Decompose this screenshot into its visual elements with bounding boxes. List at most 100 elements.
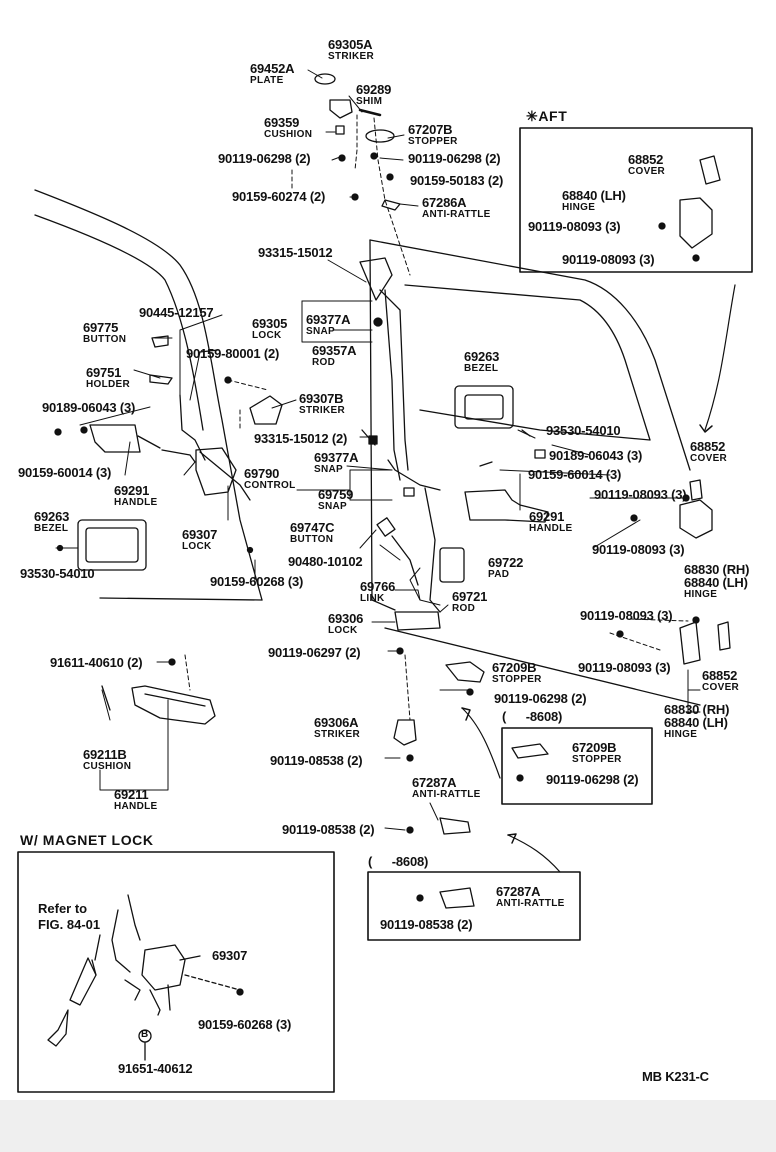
part-callout: 68830 (RH) — [664, 703, 729, 716]
part-callout: 90119-06298 (2) — [408, 152, 501, 165]
aft-box-title: ✳AFT — [526, 109, 567, 123]
part-name: CONTROL — [244, 480, 296, 491]
slide-door-lock-part — [394, 611, 441, 631]
part-callout: 90119-06298 (2) — [494, 692, 587, 705]
stopper-part-boxed — [511, 743, 549, 759]
hinge-part-aft — [679, 197, 713, 249]
part-number: 69305 — [252, 316, 288, 331]
part-callout: 68840 (LH)HINGE — [664, 716, 728, 740]
part-number: 69377A — [306, 312, 351, 327]
part-name: PLATE — [250, 75, 284, 86]
part-name: LOCK — [328, 625, 358, 636]
anti-rattle-part — [381, 199, 401, 211]
part-name: ANTI-RATTLE — [412, 789, 481, 800]
part-number: 67209B — [492, 660, 537, 675]
part-number: 90119-08093 (3) — [592, 542, 685, 557]
part-name: HINGE — [664, 729, 698, 740]
part-number: 69306 — [328, 611, 364, 626]
part-number: 93530-54010 — [546, 423, 621, 438]
part-name: ANTI-RATTLE — [422, 209, 491, 220]
magnet-box-title: W/ MAGNET LOCK — [20, 832, 154, 848]
part-number: 90119-08538 (2) — [270, 753, 363, 768]
part-number: 90159-60274 (2) — [232, 189, 326, 204]
part-name: ROD — [452, 603, 476, 614]
part-number: 69306A — [314, 715, 359, 730]
part-number: 90159-60268 (3) — [198, 1017, 292, 1032]
part-number: 90119-08538 (2) — [380, 917, 473, 932]
part-callout: 90159-80001 (2) — [186, 347, 279, 360]
part-number: 90159-80001 (2) — [186, 346, 280, 361]
part-number: 69289 — [356, 82, 392, 97]
bolt-symbol: B — [141, 1029, 149, 1040]
part-number: 90119-08093 (3) — [562, 252, 655, 267]
part-name: LINK — [360, 593, 385, 604]
part-callout: 90119-06297 (2) — [268, 646, 361, 659]
part-name: COVER — [702, 682, 740, 693]
anti-rattle-part-boxed — [439, 887, 475, 909]
part-callout: 93530-54010 — [546, 423, 621, 438]
holder-part — [149, 374, 173, 385]
date-box-code-1: ( -8608) — [502, 709, 563, 724]
part-number: 67209B — [572, 740, 617, 755]
part-number: 90119-08093 (3) — [528, 219, 621, 234]
part-callout: 90159-50183 (2) — [410, 174, 503, 187]
part-number: 69759 — [318, 487, 354, 502]
part-number: 91651-40612 — [118, 1061, 193, 1076]
hinge-part-upper — [679, 499, 713, 539]
part-callout: 90445-12157 — [139, 305, 214, 320]
refer-fig-text: FIG. 84-01 — [38, 917, 101, 932]
part-number: 68830 (RH) — [684, 562, 750, 577]
part-number: 91611-40610 (2) — [50, 655, 143, 670]
part-number: 90119-08538 (2) — [282, 822, 375, 837]
part-callout: 90119-08538 (2) — [380, 917, 473, 932]
handle-part-fr — [89, 424, 141, 453]
part-name: STOPPER — [492, 674, 542, 685]
part-name: PAD — [488, 569, 510, 580]
part-number: 68840 (LH) — [664, 715, 728, 730]
cover-part-aft — [699, 155, 721, 185]
part-number: 69291 — [529, 509, 565, 524]
part-name: CUSHION — [83, 761, 132, 772]
part-number: 68840 (LH) — [684, 575, 748, 590]
part-callout: 90119-08093 (3) — [528, 219, 621, 234]
part-number: 93315-15012 — [258, 245, 333, 260]
date-box-frame-1 — [501, 727, 653, 805]
part-callout: 90119-08093 (3) — [562, 252, 655, 267]
part-number: 69721 — [452, 589, 488, 604]
part-number: 69211B — [83, 747, 127, 762]
part-number: 69307B — [299, 391, 344, 406]
part-name: ANTI-RATTLE — [496, 898, 565, 909]
part-callout: 90119-08538 (2) — [282, 822, 375, 837]
part-name: STRIKER — [328, 51, 374, 62]
date-box-frame-2 — [367, 871, 581, 941]
part-name: HINGE — [684, 589, 718, 600]
part-callout: 90119-08538 (2) — [270, 753, 363, 768]
part-callout: 93315-15012 (2) — [254, 432, 347, 445]
part-callout: 90159-60014 (3) — [528, 468, 621, 481]
part-name: HOLDER — [86, 379, 131, 390]
bottom-strip — [0, 1100, 776, 1152]
part-callout: 90119-08093 (3) — [578, 661, 671, 674]
part-number: 90159-60014 (3) — [18, 465, 112, 480]
part-number: 68852 — [628, 152, 664, 167]
part-name: SNAP — [314, 464, 343, 475]
plate-part — [314, 73, 336, 85]
part-number: 90445-12157 — [139, 305, 214, 320]
part-name: STOPPER — [408, 136, 458, 147]
part-number: 69751 — [86, 365, 122, 380]
diagram-artwork — [17, 69, 753, 1093]
part-name: SNAP — [306, 326, 335, 337]
